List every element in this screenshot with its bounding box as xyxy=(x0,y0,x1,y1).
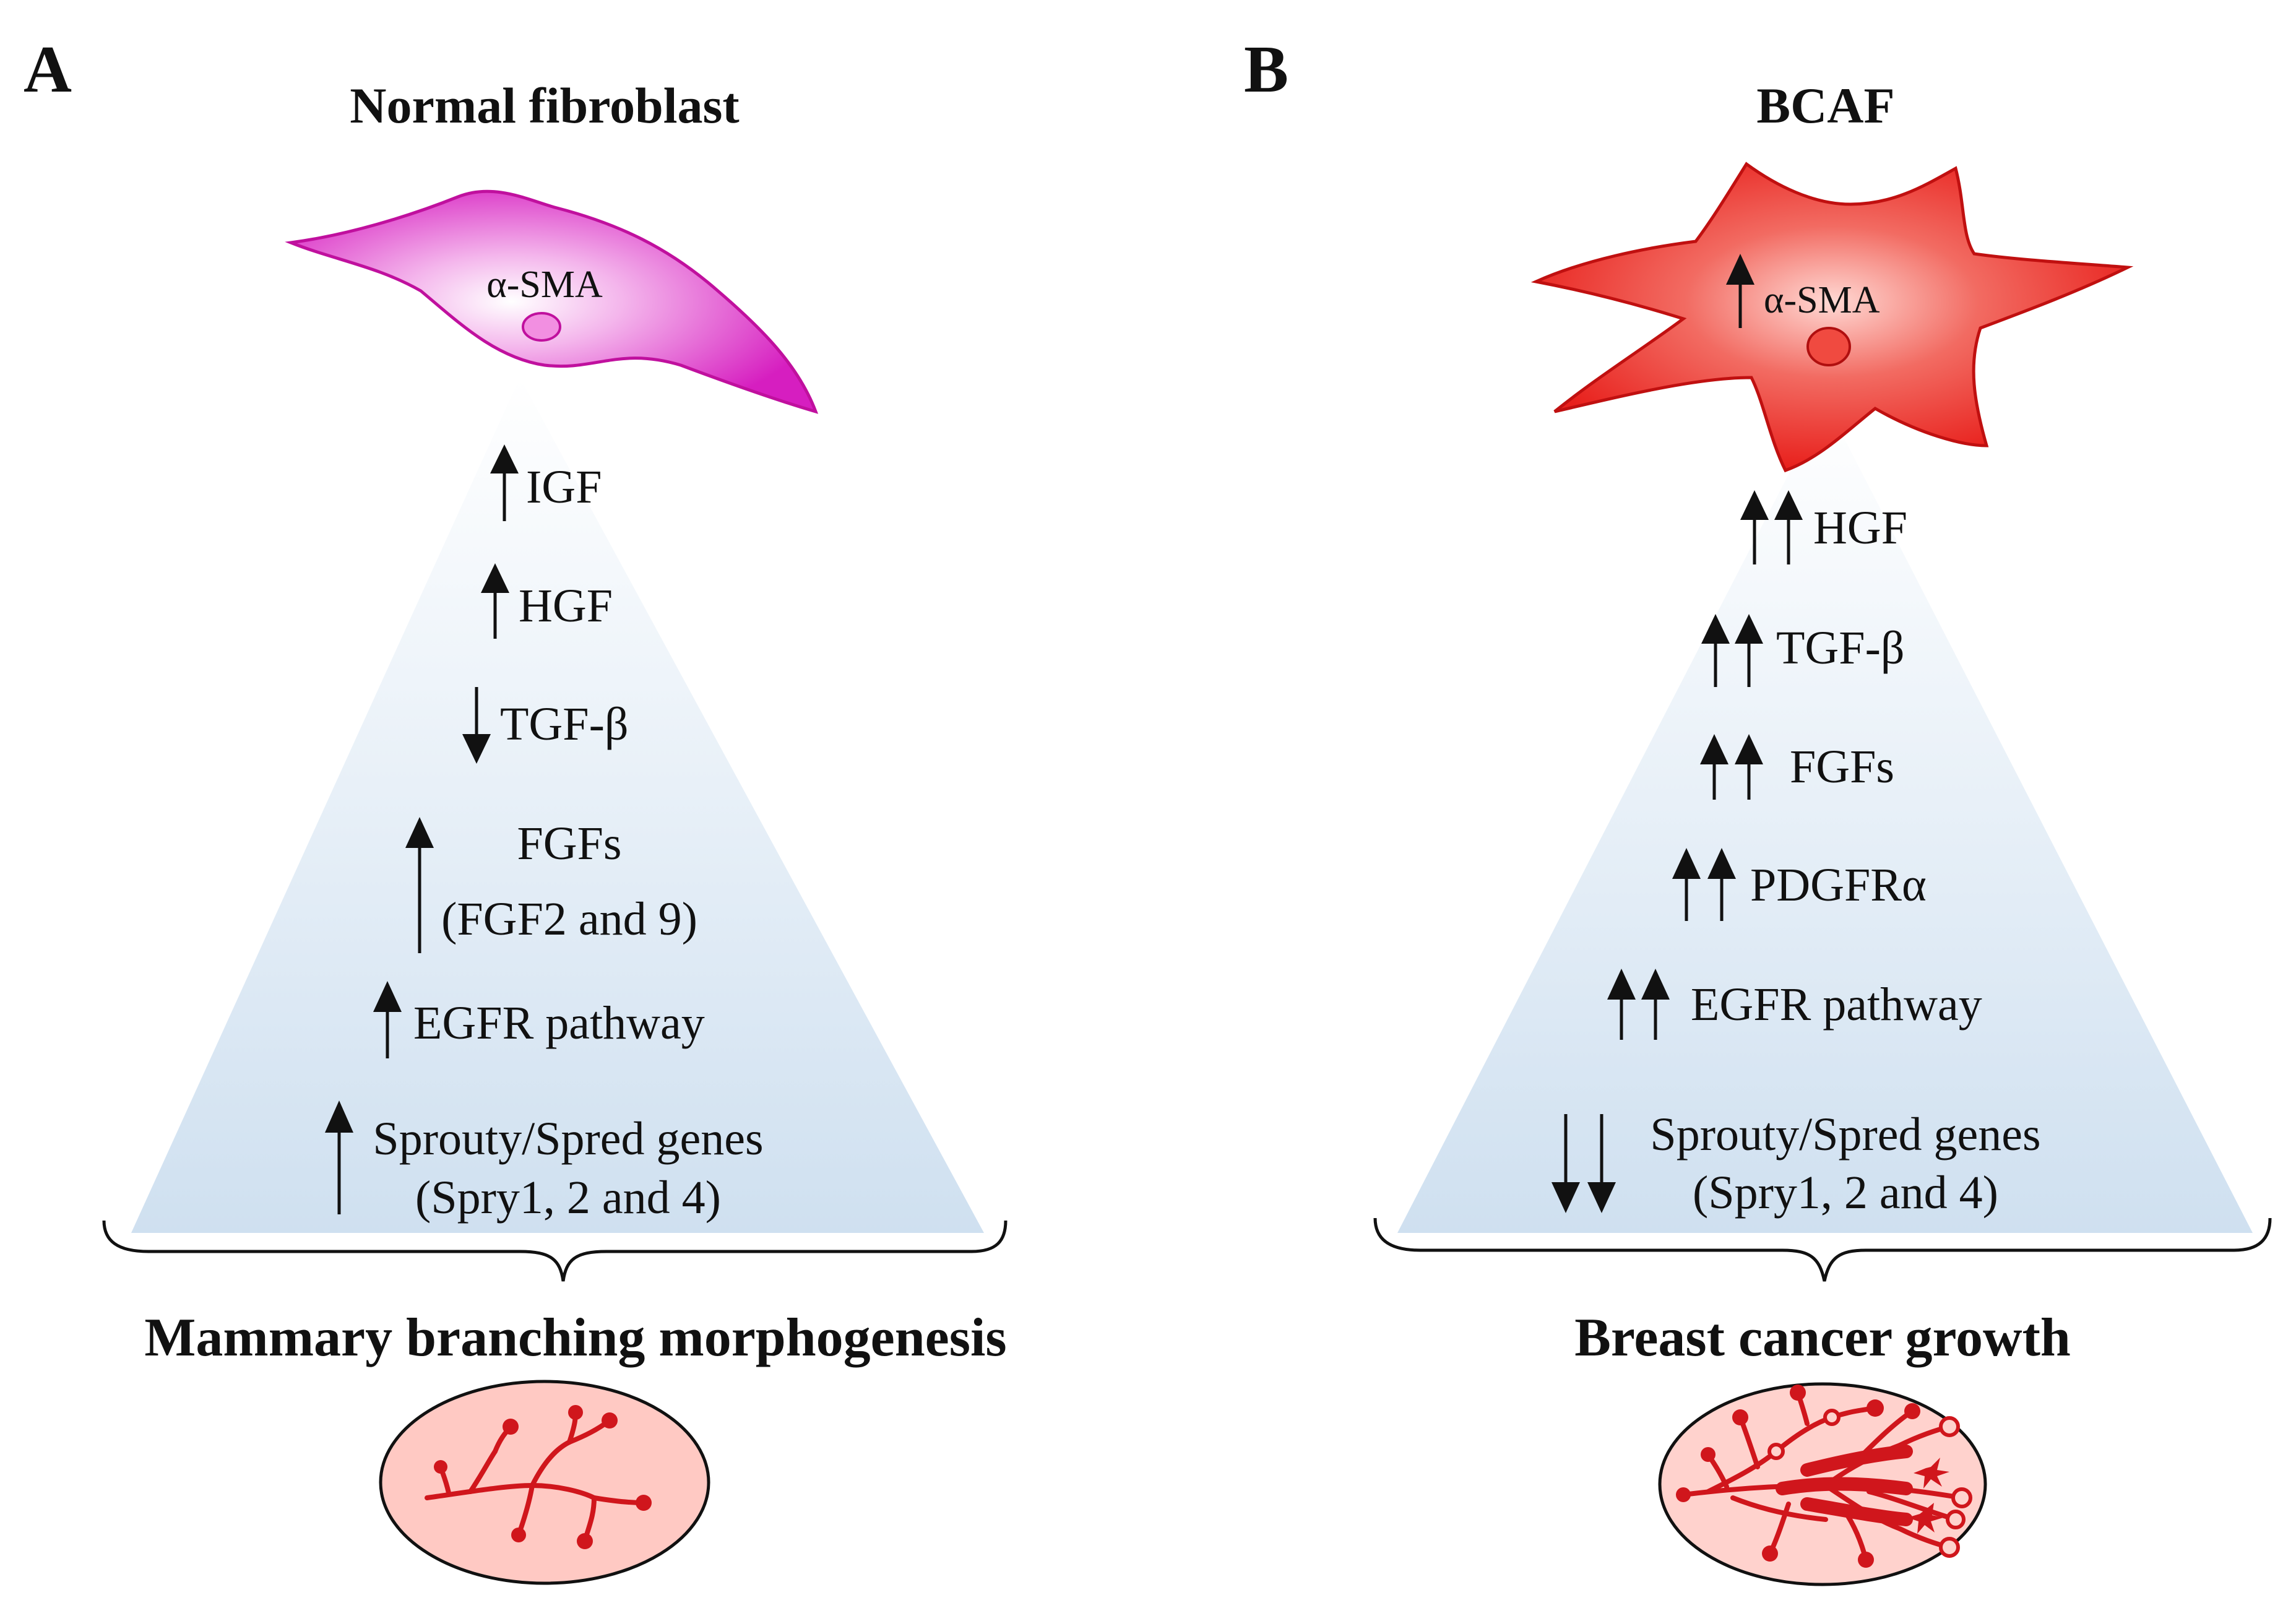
factor-fgfs: FGFs xyxy=(1790,741,1894,793)
double-up-arrow-icon xyxy=(1740,490,1803,564)
panel-b-triangle xyxy=(1397,402,2253,1233)
normal-cell-marker: α-SMA xyxy=(486,264,603,306)
panel-a-title: Normal fibroblast xyxy=(350,77,739,134)
up-arrow-head-icon xyxy=(1726,254,1754,285)
double-down-arrow-icon xyxy=(1552,1114,1616,1213)
panel-a-letter: A xyxy=(24,33,72,106)
factor-sprouty-spred-detail: (Spry1, 2 and 4) xyxy=(415,1172,721,1224)
factor-fgfs: FGFs xyxy=(517,818,622,870)
double-up-arrow-icon xyxy=(1701,614,1763,687)
bcaf-cell-nucleus xyxy=(1806,327,1851,366)
panel-a-triangle xyxy=(131,378,984,1233)
double-up-arrow-icon xyxy=(1672,848,1736,921)
double-up-arrow-icon xyxy=(1700,734,1763,800)
double-up-arrow-icon xyxy=(1607,969,1670,1040)
factor-sprouty-spred: Sprouty/Spred genes xyxy=(1650,1109,2040,1161)
up-arrow-head-icon xyxy=(373,981,402,1012)
normal-cell-nucleus xyxy=(522,312,561,342)
panel-a: A Normal fibroblast α-SMA IGF HGF TGF-β … xyxy=(24,33,1008,1585)
normal-mammary-tissue xyxy=(379,1380,710,1585)
bcaf-cell-marker: α-SMA xyxy=(1764,279,1880,321)
factor-egfr-pathway: EGFR pathway xyxy=(413,997,705,1049)
normal-fibroblast-cell xyxy=(285,189,819,414)
factor-tgf-beta: TGF-β xyxy=(500,698,629,750)
up-arrow-head-icon xyxy=(405,817,434,848)
factor-sprouty-spred-detail: (Spry1, 2 and 4) xyxy=(1693,1167,1998,1219)
panel-b-factors: HGF TGF-β FGFs xyxy=(1552,490,2041,1219)
factor-fgfs-detail: (FGF2 and 9) xyxy=(441,893,697,945)
factor-tgf-beta: TGF-β xyxy=(1776,622,1905,674)
breast-cancer-tissue xyxy=(1658,1382,1987,1586)
factor-igf: IGF xyxy=(526,461,602,513)
panel-b-title: BCAF xyxy=(1756,77,1894,134)
panel-b-letter: B xyxy=(1244,33,1288,106)
bcaf-cell xyxy=(1530,162,2134,473)
factor-hgf: HGF xyxy=(1813,502,1907,554)
up-arrow-head-icon xyxy=(481,563,509,593)
factor-hgf: HGF xyxy=(519,580,613,632)
factor-egfr-pathway: EGFR pathway xyxy=(1691,979,1982,1031)
panel-b: B BCAF α-SMA HGF TGF-β xyxy=(1244,33,2272,1586)
factor-pdgfr-alpha: PDGFRα xyxy=(1750,859,1927,911)
panel-a-outcome: Mammary branching morphogenesis xyxy=(144,1308,1006,1368)
up-arrow-head-icon xyxy=(325,1100,353,1133)
up-arrow-head-icon xyxy=(490,444,519,473)
panel-a-factors: IGF HGF TGF-β FGFs (FGF2 and 9) EGFR pat… xyxy=(325,444,764,1224)
factor-sprouty-spred: Sprouty/Spred genes xyxy=(373,1113,763,1165)
panel-b-outcome: Breast cancer growth xyxy=(1574,1308,2071,1368)
panel-a-brace xyxy=(102,1220,1008,1282)
down-arrow-head-icon xyxy=(462,734,491,764)
panel-b-brace xyxy=(1373,1217,2272,1282)
